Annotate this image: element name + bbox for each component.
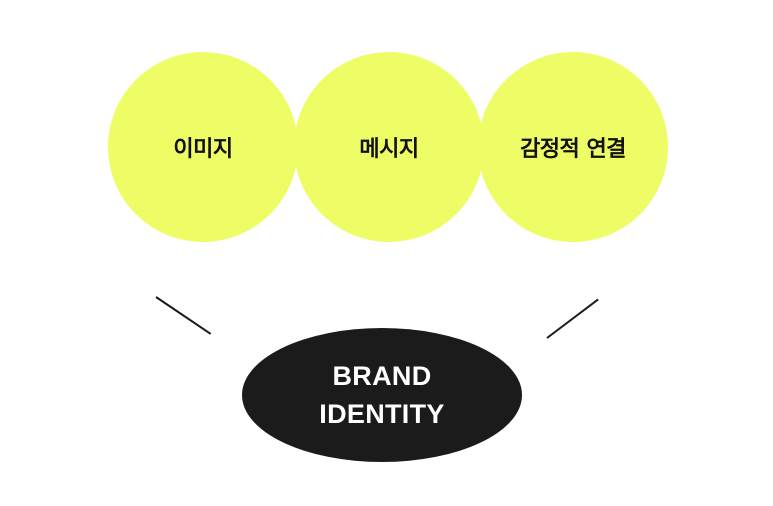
circle-message: 메시지 — [294, 52, 484, 242]
circle-emotional-connection-label: 감정적 연결 — [520, 137, 626, 162]
brand-identity-line-1: BRAND — [332, 361, 432, 391]
circle-message-label: 메시지 — [359, 137, 419, 162]
brand-identity-line-2: IDENTITY — [319, 399, 445, 429]
connector-line-right — [546, 298, 599, 339]
connector-line-left — [155, 296, 212, 335]
circle-image-label: 이미지 — [173, 137, 233, 162]
circle-image: 이미지 — [108, 52, 298, 242]
circle-emotional-connection: 감정적 연결 — [478, 52, 668, 242]
brand-identity-ellipse: BRAND IDENTITY — [242, 328, 522, 462]
